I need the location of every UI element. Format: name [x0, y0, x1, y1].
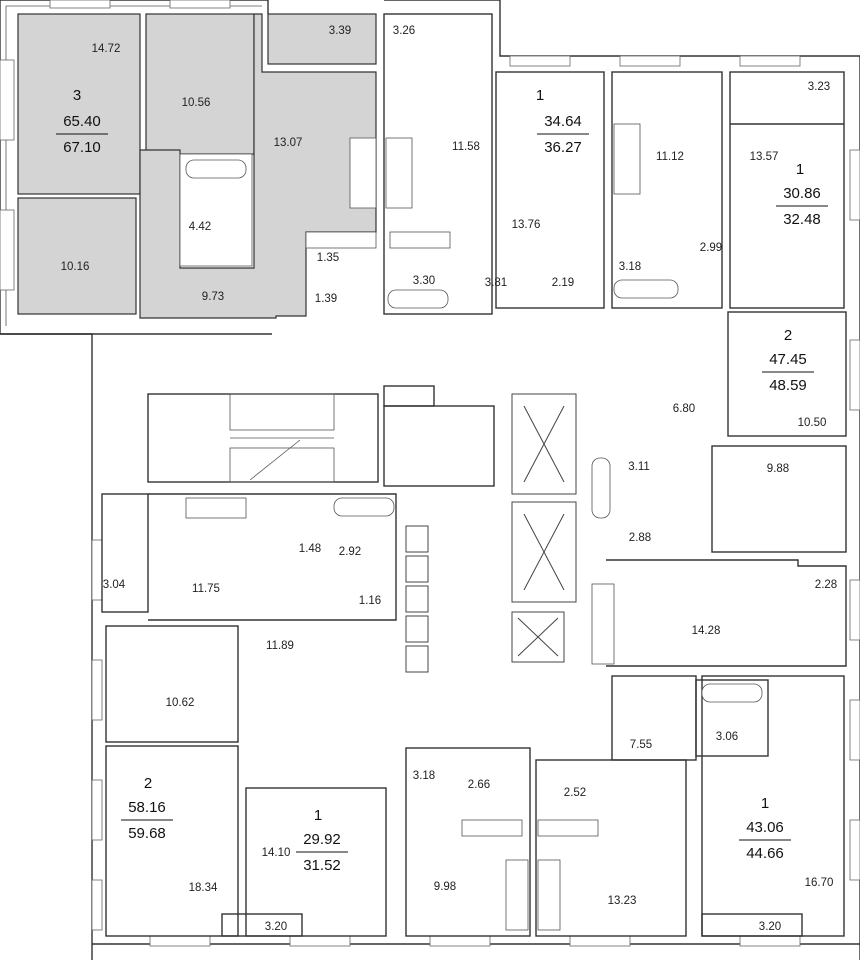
room-area-label: 18.34 — [189, 882, 218, 894]
room-area-label: 10.62 — [166, 697, 195, 709]
room-area-label: 13.07 — [274, 137, 303, 149]
room-area-label: 9.88 — [767, 463, 789, 475]
apartment-a5: 2 58.16 59.68 — [121, 775, 173, 842]
room-area-label: 10.16 — [61, 261, 90, 273]
room-area-label: 3.20 — [759, 921, 781, 933]
room-area-label: 10.50 — [798, 417, 827, 429]
apartment-a6: 1 29.92 31.52 — [296, 807, 348, 874]
room-area-label: 11.89 — [266, 640, 294, 652]
staircase — [229, 393, 335, 483]
room-area-label: 2.52 — [564, 787, 586, 799]
apartment-total-area: 36.27 — [544, 139, 582, 156]
apartment-living-area: 30.86 — [783, 185, 821, 202]
room-area-label: 1.39 — [315, 293, 337, 305]
apartment-highlight — [17, 13, 377, 319]
room-area-label: 1.16 — [359, 595, 381, 607]
apartment-rooms: 2 — [144, 775, 152, 792]
apartment-living-area: 58.16 — [128, 799, 166, 816]
apartment-a7: 1 43.06 44.66 — [739, 795, 791, 862]
room-area-label: 3.81 — [485, 277, 507, 289]
room-area-label: 3.23 — [808, 81, 830, 93]
room-area-label: 2.28 — [815, 579, 837, 591]
apartment-total-area: 67.10 — [63, 139, 101, 156]
room-area-label: 11.75 — [192, 583, 220, 595]
apartment-total-area: 48.59 — [769, 377, 807, 394]
apartment-living-area: 34.64 — [544, 113, 582, 130]
room-area-label: 7.55 — [630, 739, 652, 751]
room-area-label: 3.06 — [716, 731, 738, 743]
apartment-total-area: 59.68 — [128, 825, 166, 842]
room-area-label: 2.92 — [339, 546, 361, 558]
room-area-label: 1.48 — [299, 543, 321, 555]
room-area-label: 4.42 — [189, 221, 211, 233]
room-area-label: 14.72 — [92, 43, 121, 55]
room-area-label: 3.26 — [393, 25, 415, 37]
apartment-living-area: 47.45 — [769, 351, 807, 368]
room-area-label: 13.76 — [512, 219, 541, 231]
room-labels: 14.72 10.56 3.39 3.26 13.07 11.58 11.12 … — [61, 25, 838, 933]
room-area-label: 2.66 — [468, 779, 490, 791]
room-area-label: 13.23 — [608, 895, 637, 907]
room-area-label: 10.56 — [182, 97, 211, 109]
elevator-shafts — [405, 393, 577, 673]
room-area-label: 6.80 — [673, 403, 695, 415]
apartment-total-area: 32.48 — [783, 211, 821, 228]
apartment-a4: 2 47.45 48.59 — [762, 327, 814, 394]
apartment-living-area: 43.06 — [746, 819, 784, 836]
room-area-label: 3.04 — [103, 579, 126, 591]
room-area-label: 2.88 — [629, 532, 651, 544]
room-area-label: 9.98 — [434, 881, 456, 893]
room-area-label: 2.19 — [552, 277, 574, 289]
room-area-label: 3.20 — [265, 921, 287, 933]
room-area-label: 1.35 — [317, 252, 339, 264]
room-area-label: 3.11 — [628, 461, 650, 473]
apartment-rooms: 1 — [761, 795, 769, 812]
room-area-label: 11.58 — [452, 141, 480, 153]
apartment-living-area: 65.40 — [63, 113, 101, 130]
apartment-labels: 3 65.40 67.10 1 34.64 36.27 1 30.86 32.4… — [56, 87, 828, 874]
room-area-label: 14.28 — [692, 625, 721, 637]
room-area-label: 11.12 — [656, 151, 684, 163]
apartment-rooms: 1 — [314, 807, 322, 824]
apartment-rooms: 3 — [73, 87, 81, 104]
room-area-label: 2.99 — [700, 242, 722, 254]
room-area-label: 16.70 — [805, 877, 834, 889]
fixtures — [179, 123, 763, 931]
apartment-a3: 1 30.86 32.48 — [776, 161, 828, 228]
room-area-label: 14.10 — [262, 847, 291, 859]
apartment-total-area: 31.52 — [303, 857, 341, 874]
apartment-rooms: 2 — [784, 327, 792, 344]
apartment-a2: 1 34.64 36.27 — [536, 87, 589, 156]
apartment-living-area: 29.92 — [303, 831, 341, 848]
room-area-label: 9.73 — [202, 291, 224, 303]
room-area-label: 13.57 — [750, 151, 779, 163]
room-area-label: 3.39 — [329, 25, 351, 37]
room-area-label: 3.30 — [413, 275, 435, 287]
apartment-rooms: 1 — [536, 87, 544, 104]
apartment-rooms: 1 — [796, 161, 804, 178]
apartment-a1: 3 65.40 67.10 — [56, 87, 108, 156]
room-area-label: 3.18 — [413, 770, 435, 782]
room-area-label: 3.18 — [619, 261, 641, 273]
apartment-total-area: 44.66 — [746, 845, 784, 862]
